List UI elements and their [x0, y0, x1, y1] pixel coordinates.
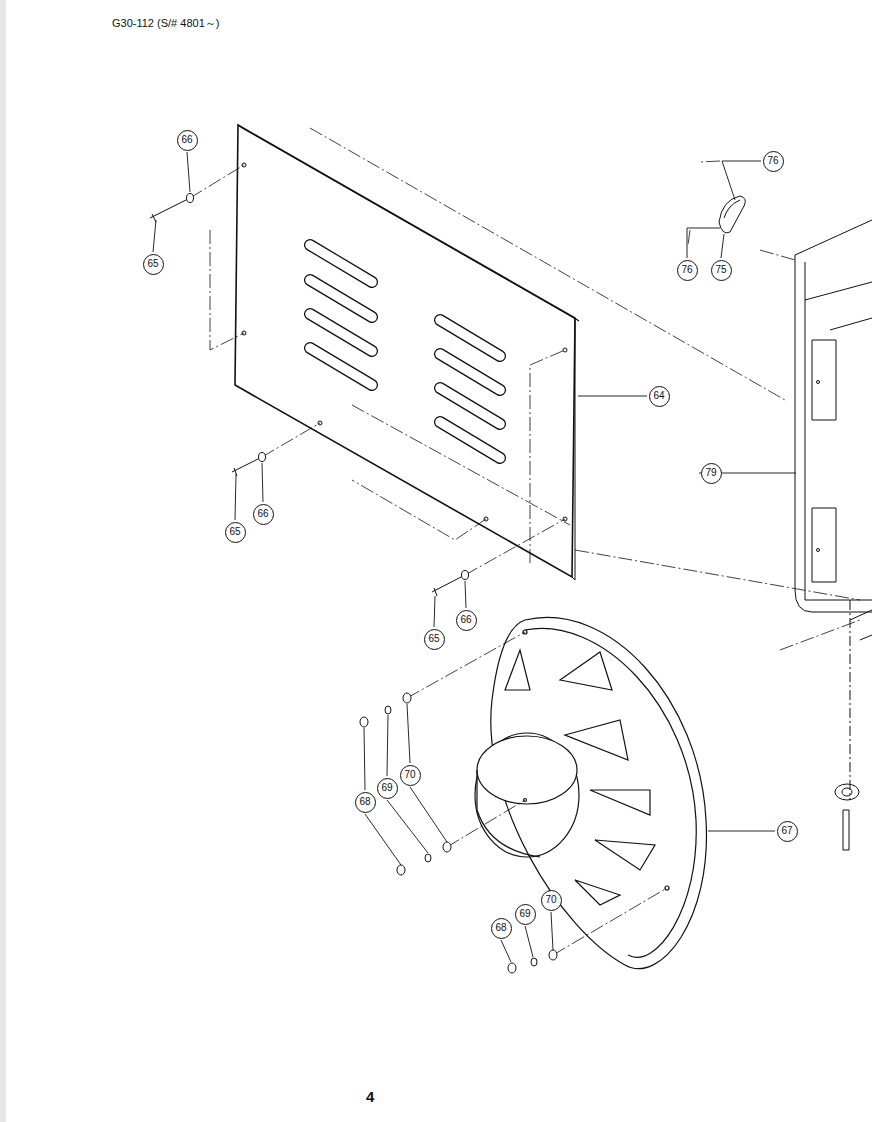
callout-number: 79 — [701, 463, 722, 484]
callout-number: 66 — [456, 610, 477, 631]
callout-number: 66 — [177, 130, 198, 151]
callout-text: 66 — [257, 509, 268, 519]
callout-text: 66 — [460, 615, 471, 625]
callout-text: 66 — [181, 135, 192, 145]
model-heading: G30-112 (S/# 4801～) — [112, 16, 219, 31]
callout-text: 70 — [404, 770, 415, 780]
callout-number: 68 — [355, 792, 376, 813]
callout-text: 67 — [781, 826, 792, 836]
callout-number: 68 — [491, 918, 512, 939]
callout-text: 79 — [705, 468, 716, 478]
callout-number: 69 — [377, 778, 398, 799]
callout-number: 69 — [515, 904, 536, 925]
callout-text: 68 — [359, 797, 370, 807]
callout-text: 76 — [681, 265, 692, 275]
callout-text: 70 — [545, 895, 556, 905]
callout-number: 75 — [711, 260, 732, 281]
callout-number: 76 — [677, 260, 698, 281]
callout-number: 65 — [225, 522, 246, 543]
callout-text: 75 — [715, 265, 726, 275]
callout-text: 69 — [381, 783, 392, 793]
callout-number: 70 — [400, 765, 421, 786]
callout-number: 76 — [763, 151, 784, 172]
callout-number: 66 — [253, 504, 274, 525]
callout-text: 65 — [147, 259, 158, 269]
callout-text: 69 — [519, 909, 530, 919]
callout-text: 68 — [495, 923, 506, 933]
callout-number: 65 — [143, 254, 164, 275]
callout-text: 64 — [653, 391, 664, 401]
callout-number: 64 — [649, 386, 670, 407]
callout-number: 67 — [777, 821, 798, 842]
callout-text: 65 — [428, 634, 439, 644]
callout-number: 70 — [541, 890, 562, 911]
callout-number: 65 — [424, 629, 445, 650]
page-number: 4 — [366, 1088, 374, 1105]
callout-text: 76 — [767, 156, 778, 166]
callout-text: 65 — [229, 527, 240, 537]
